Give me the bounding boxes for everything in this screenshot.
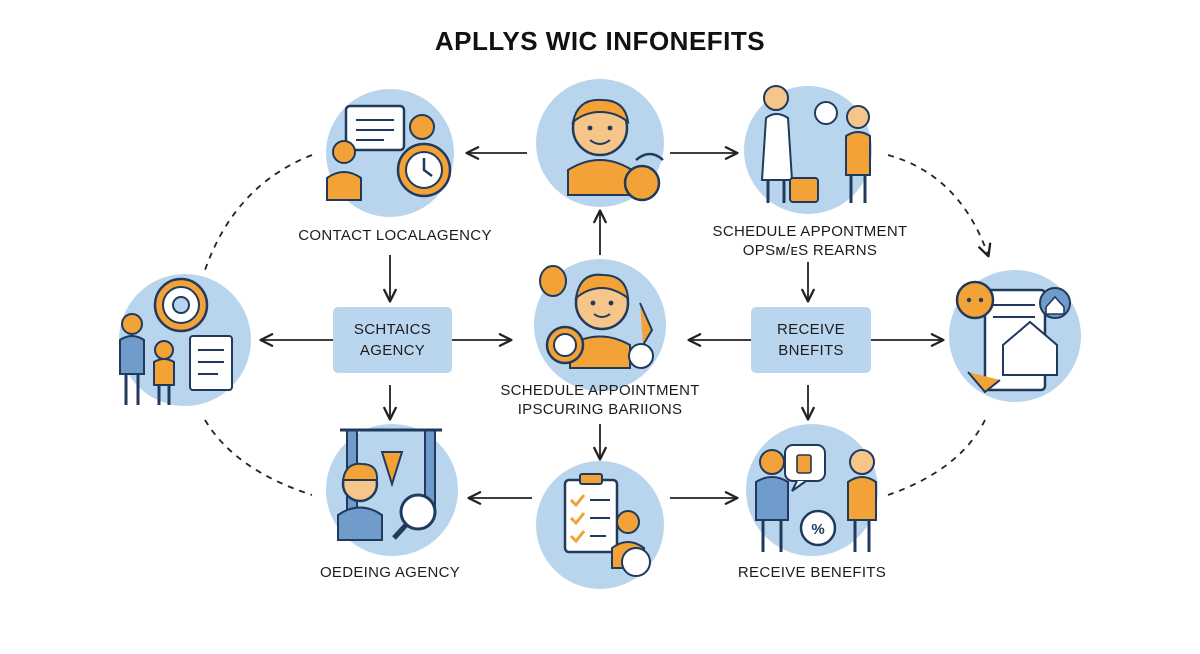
- box-left-line2: AGENCY: [359, 342, 426, 359]
- clipboard-checklist-icon: [536, 461, 664, 589]
- label-schedule-appointment-center: SCHEDULE APPOINTMENT IPSCURING BARIIONS: [480, 381, 720, 419]
- label-schedule-right-line2: OPSᴍ/ᴇs REARNS: [742, 242, 878, 259]
- gear-family-icon: [119, 274, 251, 406]
- label-schedule-center-line1: SCHEDULE APPOINTMENT: [500, 382, 700, 399]
- box-right-line2: BNEFITS: [778, 342, 844, 359]
- label-receive-benefits-bottom: RECEIVE BENEFITS: [737, 564, 887, 581]
- label-schedule-right-line1: SCHEDULE APPONTMENT: [712, 223, 908, 240]
- label-schedule-appointment-right: SCHEDULE APPONTMENT OPSᴍ/ᴇs REARNS: [700, 222, 920, 260]
- checklist-clock-icon: [326, 89, 454, 217]
- grocery-search-icon: [326, 424, 458, 556]
- label-schedule-center-line2: IPSCURING BARIIONS: [517, 401, 683, 418]
- diagram-title: APLLYS WIC INFONEFITS: [434, 26, 766, 56]
- house-document-icon: [949, 270, 1081, 402]
- flow-arrows: [259, 146, 945, 505]
- box-schtaics-agency: SCHTAICS AGENCY: [333, 307, 452, 373]
- mother-child-fruit-icon: [534, 259, 666, 391]
- box-receive-benefits: RECEIVE BNEFITS: [751, 307, 871, 373]
- label-oedeing-agency: OEDEING AGENCY: [319, 564, 461, 581]
- box-right-line1: RECEIVE: [777, 321, 845, 338]
- label-contact-local-agency: CONTACT LOCALAGENCY: [298, 227, 492, 244]
- outer-cycle-path: [204, 154, 992, 496]
- family-icon: [744, 85, 872, 214]
- benefits-discount-icon: %: [746, 424, 878, 556]
- child-face-icon: [536, 79, 664, 207]
- svg-text:%: %: [811, 521, 824, 538]
- box-left-line1: SCHTAICS: [353, 321, 432, 338]
